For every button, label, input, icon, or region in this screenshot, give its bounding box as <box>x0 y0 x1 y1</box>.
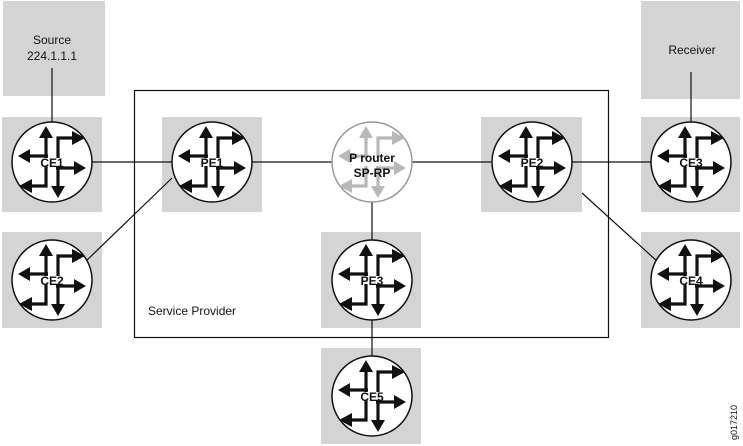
pe1-label: PE1 <box>201 156 224 170</box>
source-label-line1: Source <box>33 33 71 47</box>
receiver-label: Receiver <box>668 43 715 57</box>
router-ce3 <box>650 121 732 203</box>
router-ce2 <box>11 239 93 321</box>
pe3-label: PE3 <box>361 274 384 288</box>
link-ce2-pe1 <box>84 177 173 263</box>
router-pe1 <box>171 121 253 203</box>
source-box <box>3 1 105 96</box>
router-pe3 <box>331 239 413 321</box>
ce5-label: CE5 <box>360 390 384 404</box>
router-ce5 <box>331 355 413 437</box>
ce2-label: CE2 <box>40 274 64 288</box>
ce3-label: CE3 <box>679 156 703 170</box>
ce4-label: CE4 <box>679 274 703 288</box>
pe2-label: PE2 <box>521 156 544 170</box>
router-p-sp-rp <box>331 121 413 203</box>
links <box>51 68 692 358</box>
source-label-line2: 224.1.1.1 <box>27 49 77 63</box>
link-pe2-ce4 <box>581 192 659 263</box>
figure-id: g017210 <box>729 405 739 440</box>
router-pe2 <box>491 121 573 203</box>
router-ce4 <box>650 239 732 321</box>
p-router-label-line1: P router <box>349 151 395 165</box>
ce1-label: CE1 <box>40 156 64 170</box>
router-ce1 <box>11 121 93 203</box>
p-router-label-line2: SP-RP <box>354 166 391 180</box>
service-provider-label: Service Provider <box>148 304 236 318</box>
